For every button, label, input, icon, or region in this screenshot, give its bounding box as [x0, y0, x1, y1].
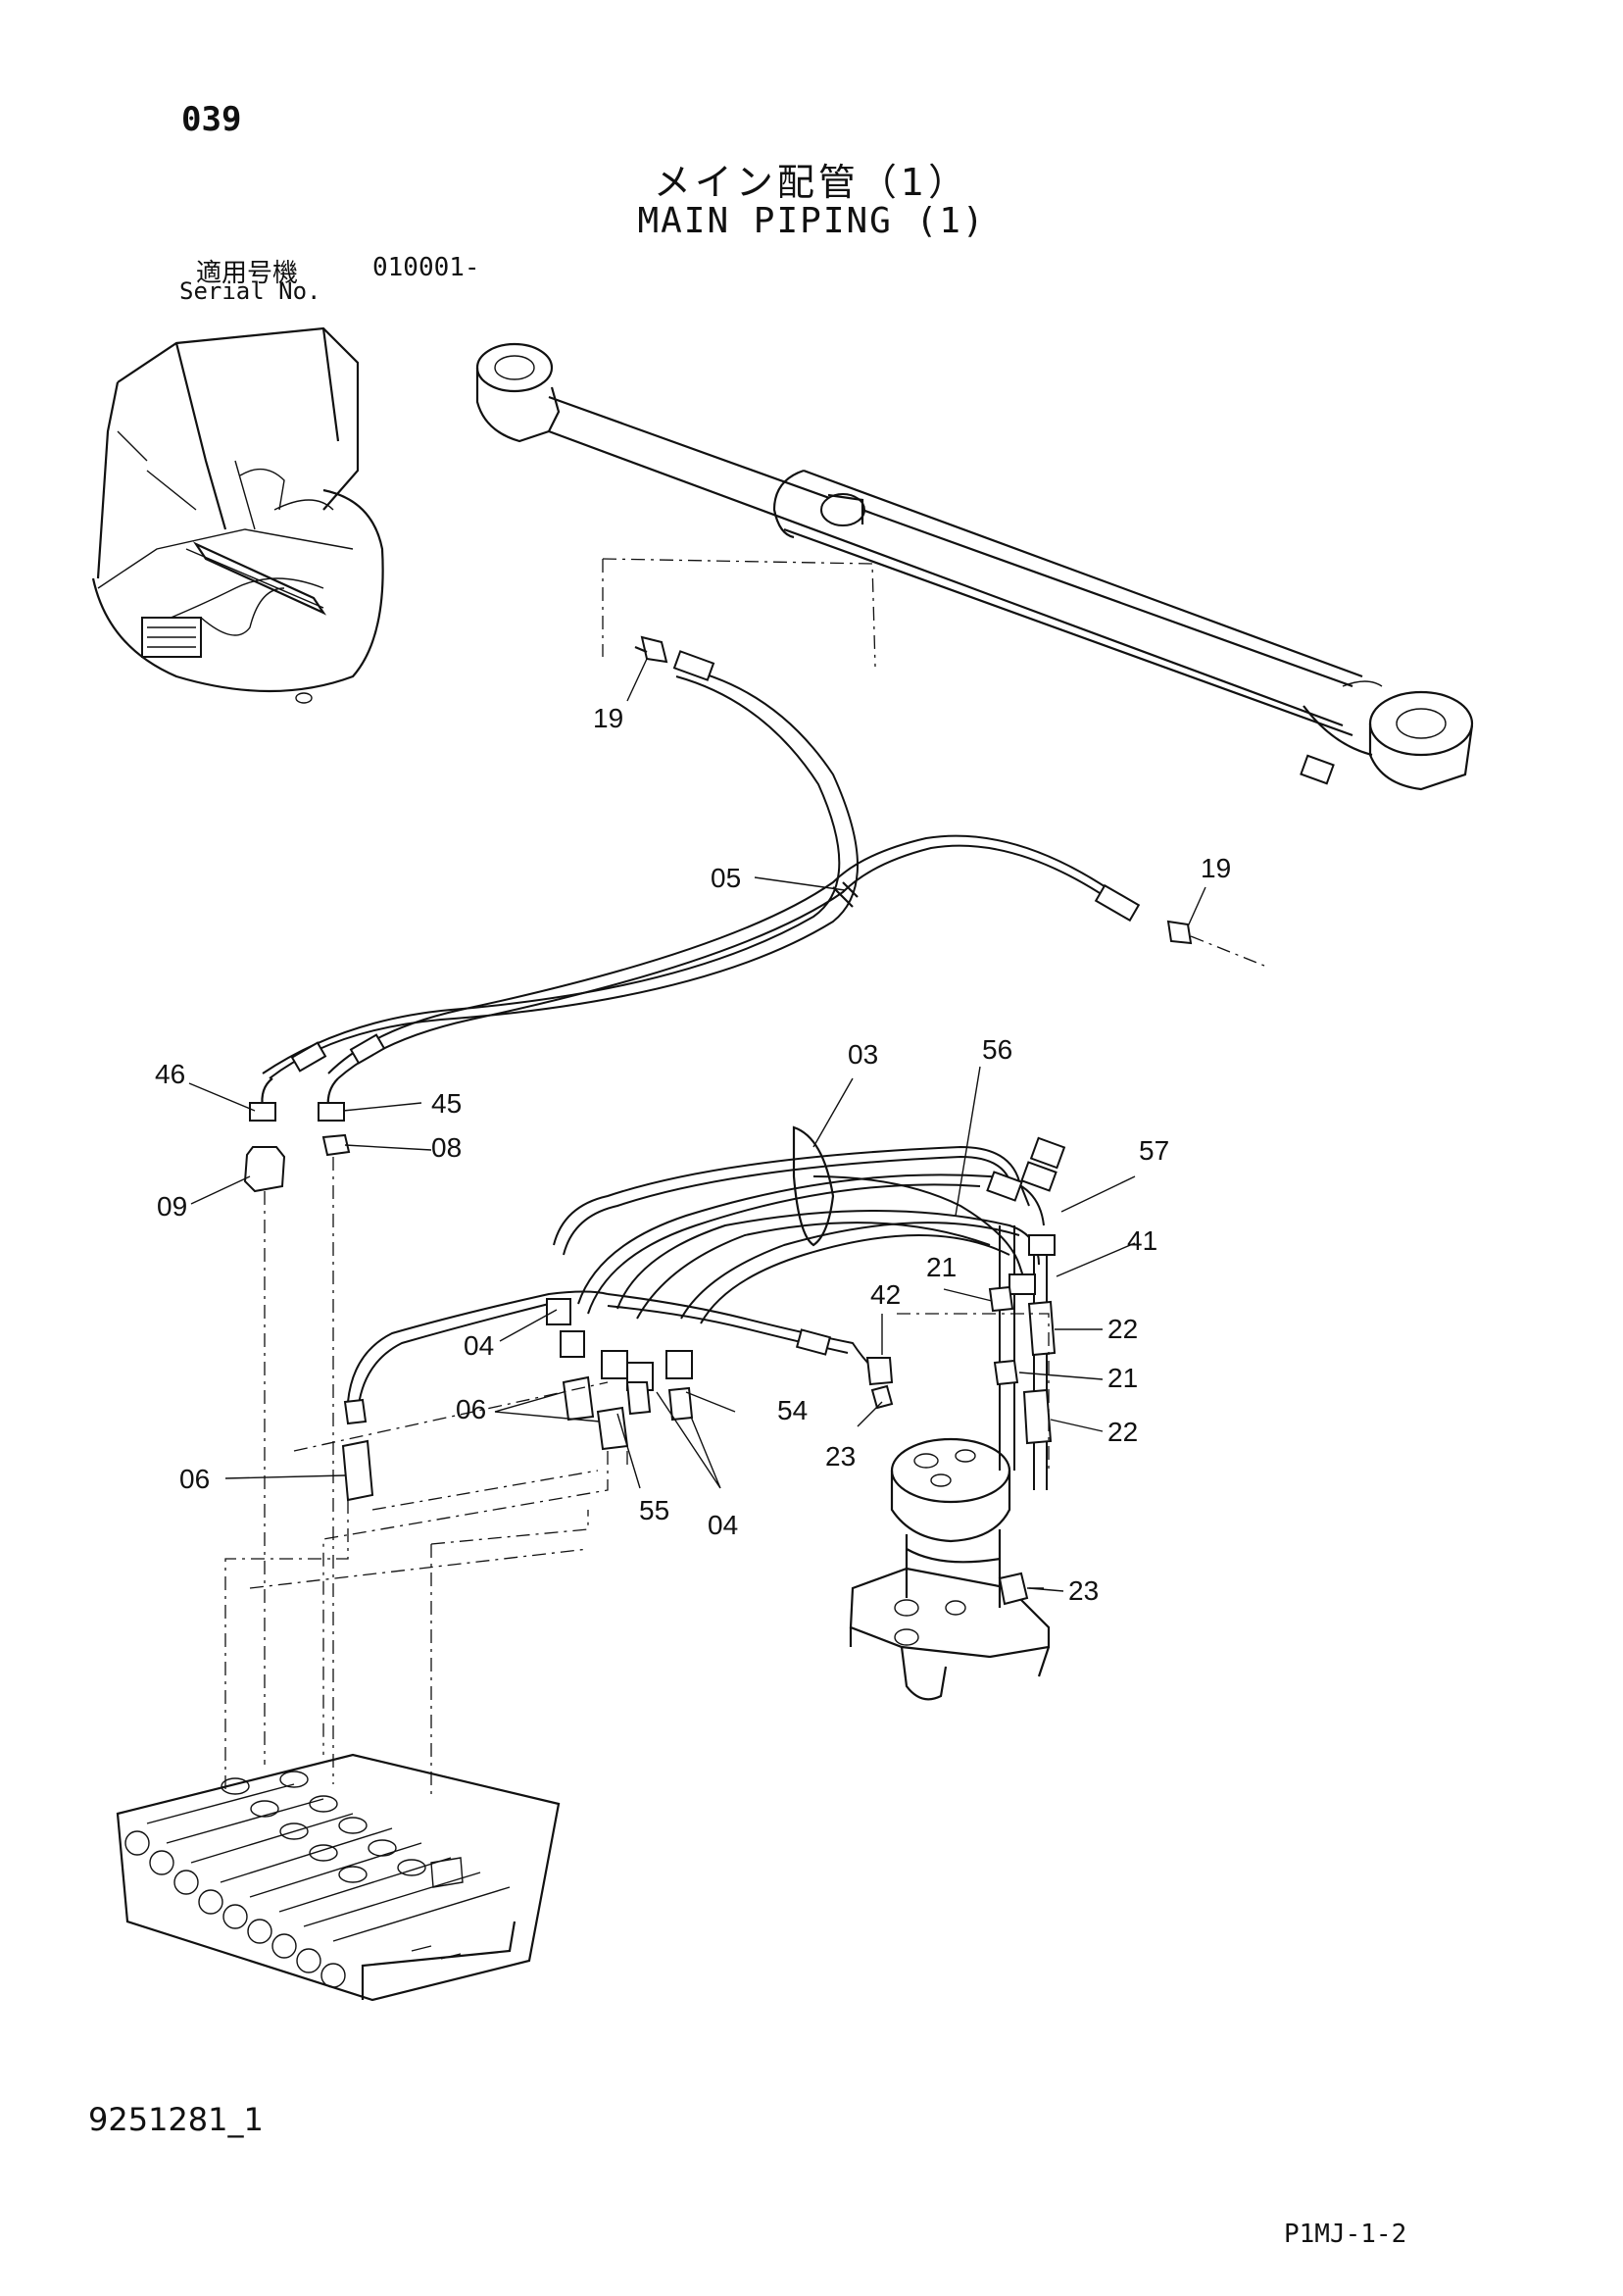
callout-22-lower: 22 — [1107, 1417, 1138, 1447]
callout-56: 56 — [982, 1034, 1012, 1065]
fittings-19 — [634, 635, 1265, 967]
callout-21-upper: 21 — [926, 1252, 957, 1282]
pipe-bundle — [553, 1125, 1066, 1490]
callout-41: 41 — [1127, 1225, 1157, 1256]
fittings-08-09 — [243, 1133, 351, 1784]
hoses — [249, 650, 1141, 1122]
callout-21-lower: 21 — [1107, 1363, 1138, 1393]
serial-label-japanese: 適用号機 — [196, 259, 299, 288]
callout-06-lower: 06 — [179, 1464, 210, 1494]
callout-05: 05 — [711, 863, 741, 893]
callout-54: 54 — [777, 1395, 808, 1425]
serial-value: 010001- — [372, 253, 480, 282]
callout-19-upper: 19 — [593, 703, 623, 733]
callout-06-upper: 06 — [456, 1394, 486, 1424]
callout-04-left: 04 — [464, 1330, 494, 1361]
dashed-leader-lines — [224, 1381, 628, 1794]
center-joint — [849, 1313, 1051, 1701]
callout-09: 09 — [157, 1191, 187, 1222]
boom-cylinder — [475, 342, 1474, 791]
document-id: 9251281_1 — [88, 2101, 264, 2138]
callout-42: 42 — [870, 1279, 901, 1310]
pipe-group-04-54 — [341, 1290, 894, 1502]
title-japanese: メイン配管（1） — [653, 161, 970, 204]
callout-45: 45 — [431, 1088, 462, 1119]
callout-55: 55 — [639, 1495, 669, 1525]
control-valve — [116, 1753, 561, 2002]
serial-label-english: Serial No. — [179, 277, 321, 305]
callout-04-lower: 04 — [708, 1510, 738, 1540]
page-number: 039 — [181, 100, 242, 139]
callout-23-upper: 23 — [825, 1441, 856, 1472]
excavator-overview-illustration — [91, 326, 384, 704]
callout-22-upper: 22 — [1107, 1314, 1138, 1344]
callout-03: 03 — [848, 1039, 878, 1070]
callout-57: 57 — [1139, 1135, 1169, 1166]
callout-19-right: 19 — [1201, 853, 1231, 883]
callout-08: 08 — [431, 1132, 462, 1163]
callout-23-lower: 23 — [1068, 1575, 1099, 1606]
fittings-21-22 — [988, 1285, 1057, 1445]
callout-labels: 19 05 19 46 45 08 09 03 56 57 41 21 42 2… — [155, 703, 1231, 1606]
callout-46: 46 — [155, 1059, 185, 1089]
page-code: P1MJ-1-2 — [1284, 2220, 1407, 2249]
callout-leaders — [188, 658, 1206, 1592]
title-english: MAIN PIPING (1) — [637, 201, 986, 241]
